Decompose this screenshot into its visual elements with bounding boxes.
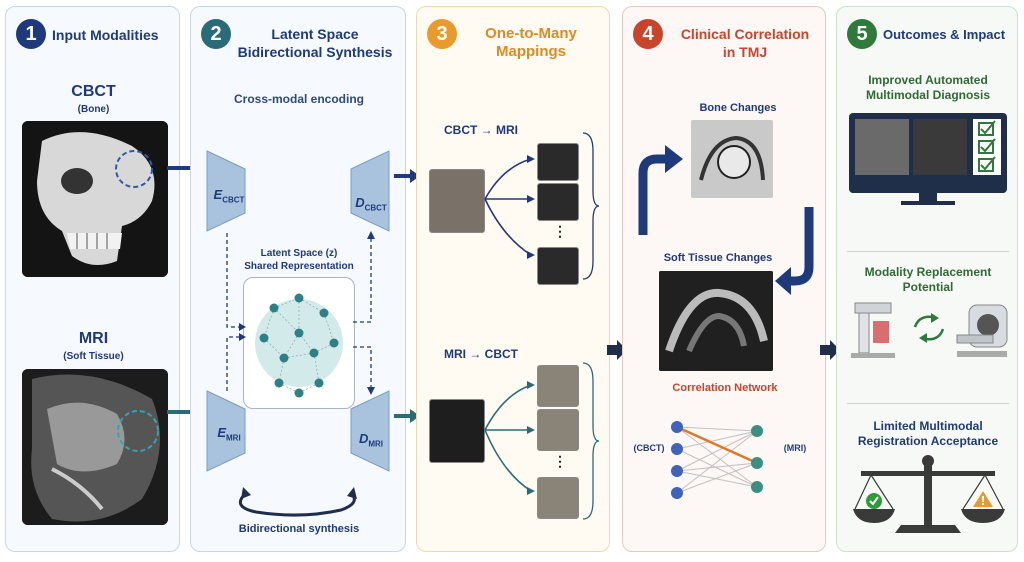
panel-input-modalities: 1 Input Modalities CBCT (Bone) MRI (Soft…: [5, 6, 180, 552]
soft-tissue-changes-label: Soft Tissue Changes: [663, 252, 773, 264]
monitor-base-icon: [901, 201, 955, 205]
monitor-image-cbct: [855, 119, 909, 175]
decoder-mri-block: [350, 390, 390, 472]
encoder-cbct-subscript: CBCT: [222, 195, 245, 205]
outcome-registration-label: Limited Multimodal Registration Acceptan…: [857, 419, 999, 448]
cross-modal-label: Cross-modal encoding: [233, 92, 364, 106]
checklist-icon: [973, 119, 1001, 175]
mri-scanner-icon: [956, 304, 1008, 357]
panel-title: Input Modalities: [52, 27, 159, 43]
cbct-source-thumb: [429, 169, 485, 233]
encoder-cbct-label: ECBCT: [211, 187, 247, 205]
correlation-network-label: Correlation Network: [672, 382, 778, 394]
decoder-mri-symbol: D: [358, 431, 369, 446]
step-number-1: 1: [16, 19, 46, 49]
mri-to-cbct-label: MRI → CBCT: [444, 347, 518, 361]
cbct-sublabel: (Bone): [77, 104, 110, 115]
mri-sublabel: (Soft Tissue): [63, 351, 124, 362]
latent-space-label: Latent Space (z) Shared Representation: [244, 248, 354, 272]
panel-one-to-many: 3 One-to-Many Mappings CBCT → MRI ⋮ MRI …: [416, 6, 610, 552]
monitor-image-mri: [913, 119, 967, 175]
panel-outcomes: 5 Outcomes & Impact Improved Automated M…: [836, 6, 1018, 552]
cbct-output-thumb: [537, 477, 579, 519]
encoder-mri-symbol: E: [217, 425, 226, 440]
fanout-arrows-top: [484, 155, 535, 259]
panel-latent-space: 2 Latent Space Bidirectional Synthesis C…: [190, 6, 406, 552]
curved-arrow-down: [775, 207, 814, 295]
decoder-cbct-symbol: D: [355, 195, 365, 210]
network-left-label: (CBCT): [633, 443, 665, 453]
mri-output-thumb: [537, 183, 579, 221]
mri-source-thumb: [429, 399, 485, 463]
panel-title: Outcomes & Impact: [883, 27, 1006, 42]
decoder-cbct-label: DCBCT: [351, 195, 391, 213]
bone-changes-label: Bone Changes: [699, 102, 777, 114]
panel-clinical-correlation: 4 Clinical Correlation in TMJ Bone Chang…: [622, 6, 826, 552]
arrow-decoder-cbct-out: [394, 169, 420, 183]
correlation-network-graph: [671, 421, 763, 499]
panel-title: Clinical Correlation in TMJ: [680, 26, 810, 60]
decoder-mri-label: DMRI: [351, 431, 391, 449]
balance-scale-icon: [853, 455, 1005, 533]
decoder-cbct-subscript: CBCT: [364, 203, 387, 213]
cbct-label: CBCT: [71, 83, 116, 100]
arrow-panel4-to-panel5: [820, 340, 840, 360]
step-number-5: 5: [847, 19, 877, 49]
arrow-decoder-mri-out: [394, 409, 420, 423]
mri-head-image: [22, 369, 168, 525]
cbct-to-mri-label: CBCT → MRI: [444, 123, 518, 137]
cbct-output-thumb: [537, 365, 579, 407]
encoder-mri-subscript: MRI: [226, 433, 241, 443]
cbct-scanner-icon: [851, 302, 895, 358]
bone-changes-image: [691, 120, 773, 198]
decoder-mri-subscript: MRI: [368, 439, 384, 449]
cbct-output-thumb: [537, 409, 579, 451]
panel-title: Latent Space Bidirectional Synthesis: [237, 26, 393, 60]
bidirectional-synthesis-label: Bidirectional synthesis: [238, 523, 360, 535]
encoder-cbct-symbol: E: [213, 187, 223, 202]
fanout-arrows-bottom: [484, 381, 535, 495]
encoder-mri-block: [206, 390, 246, 472]
divider: [847, 403, 1009, 404]
curved-arrow-up: [638, 145, 683, 235]
network-right-label: (MRI): [783, 443, 807, 453]
panel-title: One-to-Many Mappings: [485, 25, 577, 60]
more-outputs-ellipsis: ⋮: [553, 453, 567, 469]
swap-cycle-icon: [913, 313, 945, 343]
bracket-top: [582, 132, 600, 280]
more-outputs-ellipsis: ⋮: [553, 223, 567, 239]
step-number-2: 2: [201, 19, 231, 49]
step-number-4: 4: [633, 19, 663, 49]
divider: [847, 251, 1009, 252]
mri-output-thumb: [537, 143, 579, 181]
outcome-diagnosis-label: Improved Automated Multimodal Diagnosis: [865, 73, 990, 102]
mri-label: MRI: [78, 330, 109, 347]
bracket-bottom: [582, 362, 600, 520]
decoder-cbct-block: [350, 150, 390, 232]
mri-output-thumb: [537, 247, 579, 285]
encoder-mri-label: EMRI: [211, 425, 247, 443]
outcome-replacement-label: Modality Replacement Potential: [864, 265, 992, 294]
latent-space-box: [243, 277, 355, 409]
cbct-skull-image: [22, 121, 168, 277]
monitor-stand-icon: [919, 193, 937, 201]
step-number-3: 3: [427, 19, 457, 49]
latent-dashed-connectors: [226, 231, 375, 517]
monitor-icon: [849, 113, 1007, 193]
encoder-cbct-block: [206, 150, 246, 232]
soft-tissue-image: [659, 271, 773, 371]
